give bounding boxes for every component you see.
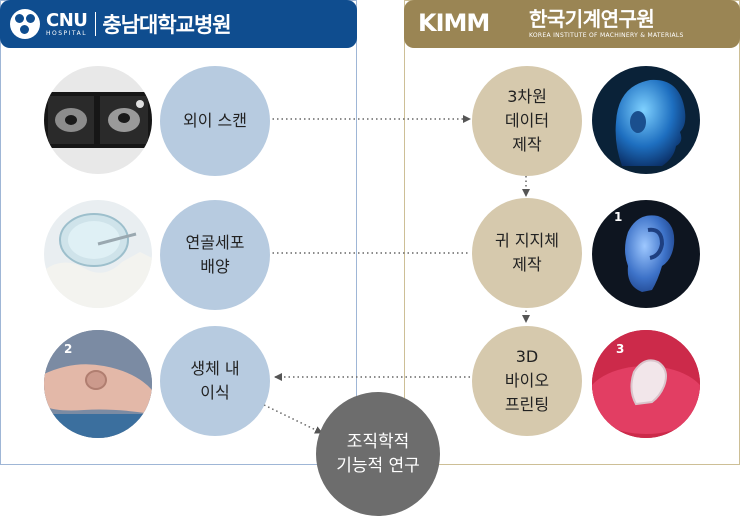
ear-scaffold-photo: 1 [592, 200, 700, 308]
kimm-header: KIMM 한국기계연구원 KOREA INSTITUTE OF MACHINER… [404, 0, 740, 48]
kimm-logo-text: KIMM [418, 9, 490, 37]
cnu-title: 충남대학교병원 [102, 13, 231, 37]
head-model-photo [592, 66, 700, 174]
header-divider [95, 12, 97, 36]
cnu-logo-text: CNU [46, 9, 88, 31]
photo-label-3: 3 [616, 342, 625, 356]
cnu-logo-sub: HOSPITAL [46, 29, 88, 37]
cell-culture-photo [44, 200, 152, 308]
photo-label-2: 2 [64, 342, 73, 356]
step-histological-study: 조직학적 기능적 연구 [316, 392, 440, 516]
cnu-header: CNU HOSPITAL 충남대학교병원 [0, 0, 357, 48]
printed-ear-photo: 3 [592, 330, 700, 438]
cnu-logo-icon [10, 9, 40, 39]
step-ear-scan: 외이 스캔 [160, 66, 270, 176]
step-chondrocyte-culture: 연골세포 배양 [160, 200, 270, 310]
kimm-title: 한국기계연구원 [529, 7, 655, 31]
step-ear-scaffold: 귀 지지체 제작 [472, 198, 582, 308]
photo-label-1: 1 [614, 210, 623, 224]
step-3d-bioprinting: 3D 바이오 프린팅 [472, 326, 582, 436]
step-3d-data: 3차원 데이터 제작 [472, 66, 582, 176]
cnu-logo-mark: CNU HOSPITAL [46, 9, 88, 37]
ct-scan-photo [44, 66, 152, 174]
kimm-subtitle: KOREA INSTITUTE OF MACHINERY & MATERIALS [529, 32, 684, 39]
step-in-vivo-implant: 생체 내 이식 [160, 326, 270, 436]
arrow-implant-to-study [259, 402, 323, 434]
rat-implant-photo: 2 [44, 330, 152, 438]
